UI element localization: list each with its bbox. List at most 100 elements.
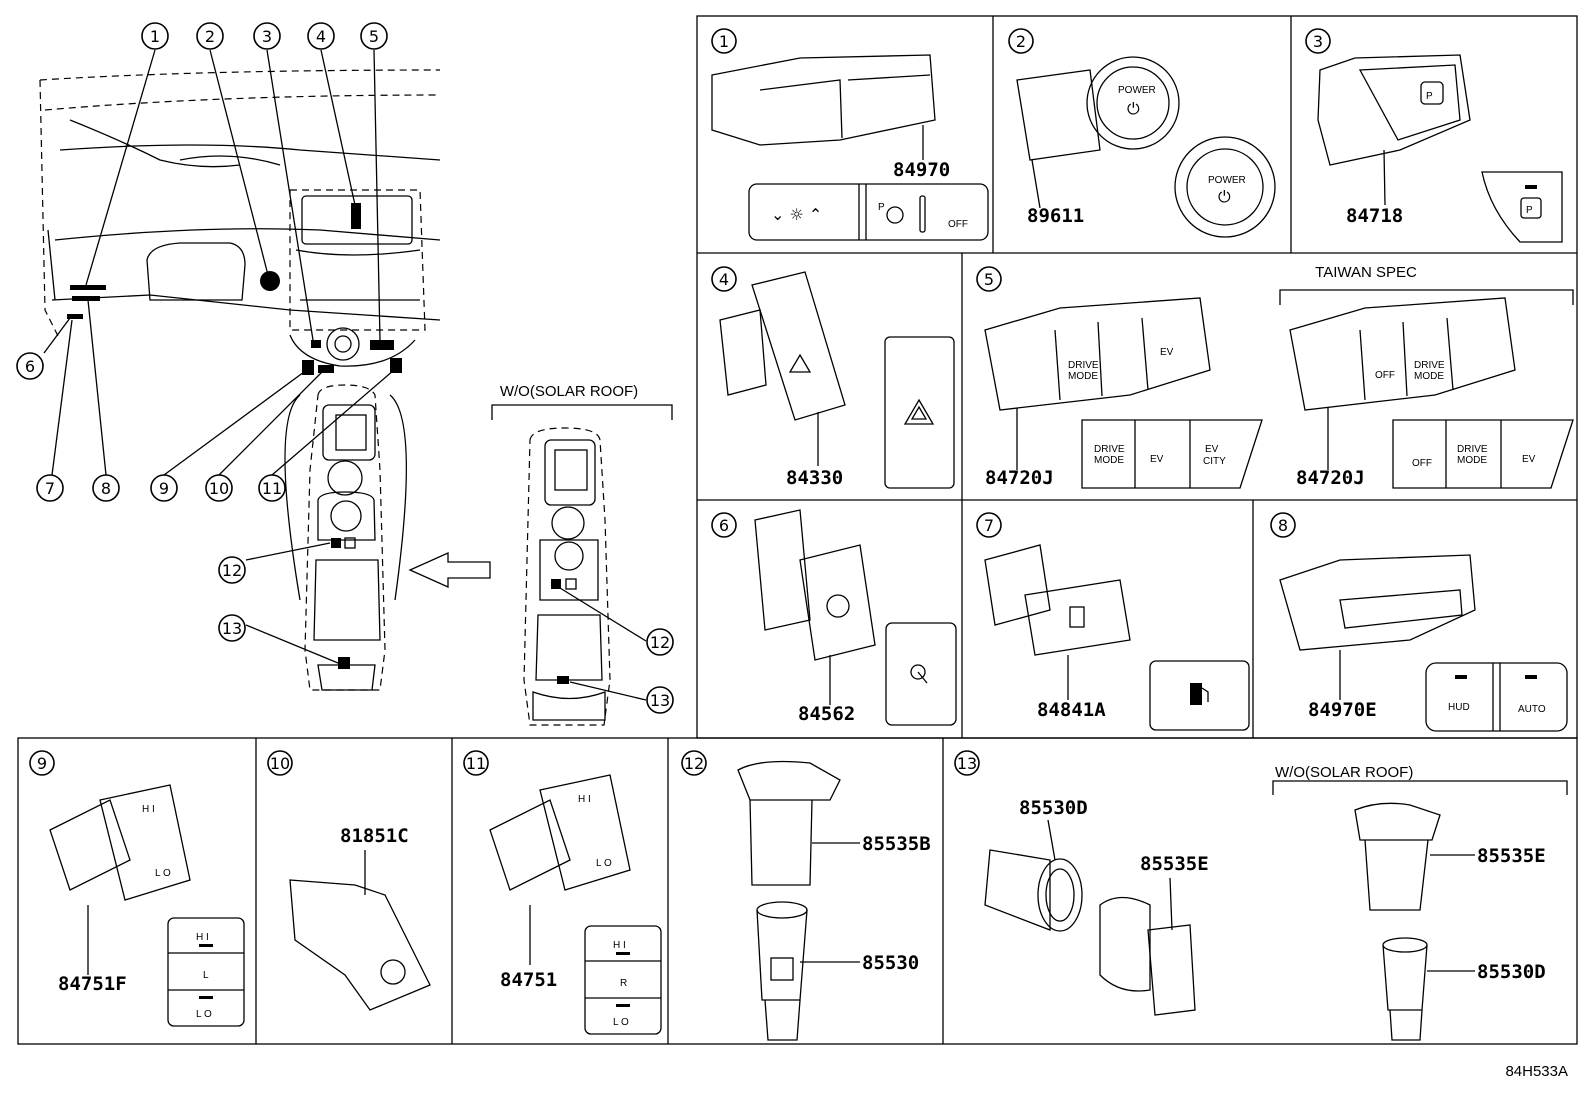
panel-6-callout: 6	[719, 516, 729, 535]
overview-callouts: 1 2 3 4 5 6 7 8 9 10 11 12 13	[16, 22, 388, 642]
svg-text:H I: H I	[196, 932, 209, 943]
callout-9: 9	[150, 474, 178, 502]
inset-variant-label: W/O(SOLAR ROOF)	[500, 383, 638, 400]
part-84841A: 84841A	[1037, 699, 1106, 721]
callout-7-label: 7	[45, 479, 55, 498]
panel-2-callout: 2	[1016, 32, 1026, 51]
panel-1-callout: 1	[719, 32, 729, 51]
panel-9: 9 H I L O 84751F H I L L O	[29, 750, 245, 1027]
svg-text:HUD: HUD	[1448, 702, 1470, 713]
svg-text:H I: H I	[613, 940, 626, 951]
svg-text:OFF: OFF	[1412, 458, 1432, 469]
callout-7: 7	[36, 474, 64, 502]
inset-callout-13-label: 13	[650, 691, 670, 710]
svg-text:OFF: OFF	[948, 219, 968, 230]
svg-text:DRIVE: DRIVE	[1094, 444, 1125, 455]
svg-text:MODE: MODE	[1414, 371, 1444, 382]
inset-13-variant-label: W/O(SOLAR ROOF)	[1275, 764, 1413, 781]
part-84970E: 84970E	[1308, 699, 1377, 721]
svg-text:⏻: ⏻	[1127, 99, 1140, 118]
callout-4-label: 4	[316, 27, 326, 46]
svg-text:L: L	[203, 970, 209, 981]
svg-text:P: P	[1426, 91, 1433, 102]
svg-text:DRIVE: DRIVE	[1414, 360, 1445, 371]
svg-text:L O: L O	[155, 868, 171, 879]
part-84562: 84562	[798, 703, 855, 725]
panel-3-callout: 3	[1313, 32, 1323, 51]
svg-text:H I: H I	[142, 804, 155, 815]
svg-text:EV: EV	[1522, 454, 1536, 465]
callout-4: 4	[307, 22, 335, 50]
svg-text:L O: L O	[196, 1009, 212, 1020]
callout-10-label: 10	[209, 479, 229, 498]
panel-8: 8 84970E HUD AUTO	[1270, 512, 1568, 732]
callout-6-label: 6	[25, 357, 35, 376]
panel-2: 2 POWER ⏻ 89611 POWER ⏻	[1008, 28, 1276, 238]
part-84330: 84330	[786, 467, 843, 489]
inset-callout-12: 12	[646, 628, 674, 656]
panel-12: 12 85535B 85530	[681, 750, 931, 1041]
solar-roof-inset: W/O(SOLAR ROOF) 12 13	[491, 383, 674, 726]
callout-12-label: 12	[222, 561, 242, 580]
callout-12: 12	[218, 556, 246, 584]
panel-7: 7 84841A	[976, 512, 1250, 731]
panel-3: 3 P 84718 P	[1305, 28, 1563, 243]
svg-text:EV: EV	[1205, 444, 1219, 455]
multi-switch-part	[711, 54, 936, 146]
svg-text:MODE: MODE	[1094, 455, 1124, 466]
svg-text:L O: L O	[613, 1017, 629, 1028]
panel-1: 1 84970 ⌄ ☼ ⌃ P OFF	[711, 28, 989, 241]
svg-text:POWER: POWER	[1208, 175, 1246, 186]
svg-text:P: P	[878, 202, 885, 213]
panel-11-callout: 11	[466, 754, 486, 773]
svg-text:P: P	[1526, 205, 1533, 216]
part-85535E-right: 85535E	[1477, 845, 1546, 867]
part-84720J-right: 84720J	[1296, 467, 1365, 489]
panel-6: 6 84562	[711, 509, 957, 726]
panel-9-callout: 9	[37, 754, 47, 773]
svg-text:OFF: OFF	[1375, 370, 1395, 381]
svg-text:H I: H I	[578, 794, 591, 805]
panel-10: 10 81851C	[267, 750, 431, 1011]
part-84720J-left: 84720J	[985, 467, 1054, 489]
panel-grid	[17, 15, 1578, 1045]
callout-5-label: 5	[369, 27, 379, 46]
diagram-code: 84H533A	[1505, 1063, 1568, 1080]
svg-text:AUTO: AUTO	[1518, 704, 1546, 715]
panel-12-callout: 12	[684, 754, 704, 773]
callout-3-label: 3	[262, 27, 272, 46]
panel-13: 13 85530D 85535E W/O(SOLAR ROOF) 85535E …	[954, 750, 1568, 1041]
panel-5: 5 TAIWAN SPEC DRIVE MODE EV 84720J DRIVE…	[976, 264, 1574, 489]
callout-13-label: 13	[222, 619, 242, 638]
panel-11: 11 H I L O 84751 H I R L O	[463, 750, 662, 1035]
svg-text:MODE: MODE	[1068, 371, 1098, 382]
part-84970: 84970	[893, 159, 950, 181]
interior-overview	[39, 49, 491, 691]
part-81851C: 81851C	[340, 825, 409, 847]
callout-3: 3	[253, 22, 281, 50]
callout-11: 11	[258, 474, 286, 502]
part-89611: 89611	[1027, 205, 1084, 227]
svg-text:R: R	[620, 978, 627, 989]
part-85530D-right: 85530D	[1477, 961, 1546, 983]
callout-2-label: 2	[205, 27, 215, 46]
callout-13: 13	[218, 614, 246, 642]
svg-text:EV: EV	[1150, 454, 1164, 465]
panel-5-callout: 5	[984, 270, 994, 289]
part-85530: 85530	[862, 952, 919, 974]
svg-text:L O: L O	[596, 858, 612, 869]
callout-1-label: 1	[150, 27, 160, 46]
svg-text:DRIVE: DRIVE	[1457, 444, 1488, 455]
callout-8: 8	[92, 474, 120, 502]
callout-11-label: 11	[262, 479, 282, 498]
panel-13-callout: 13	[957, 754, 977, 773]
panel-8-callout: 8	[1278, 516, 1288, 535]
part-85535B: 85535B	[862, 833, 931, 855]
svg-text:DRIVE: DRIVE	[1068, 360, 1099, 371]
part-84718: 84718	[1346, 205, 1403, 227]
panel-10-callout: 10	[270, 754, 290, 773]
panel-4-callout: 4	[719, 270, 729, 289]
callout-10: 10	[205, 474, 233, 502]
callout-9-label: 9	[159, 479, 169, 498]
